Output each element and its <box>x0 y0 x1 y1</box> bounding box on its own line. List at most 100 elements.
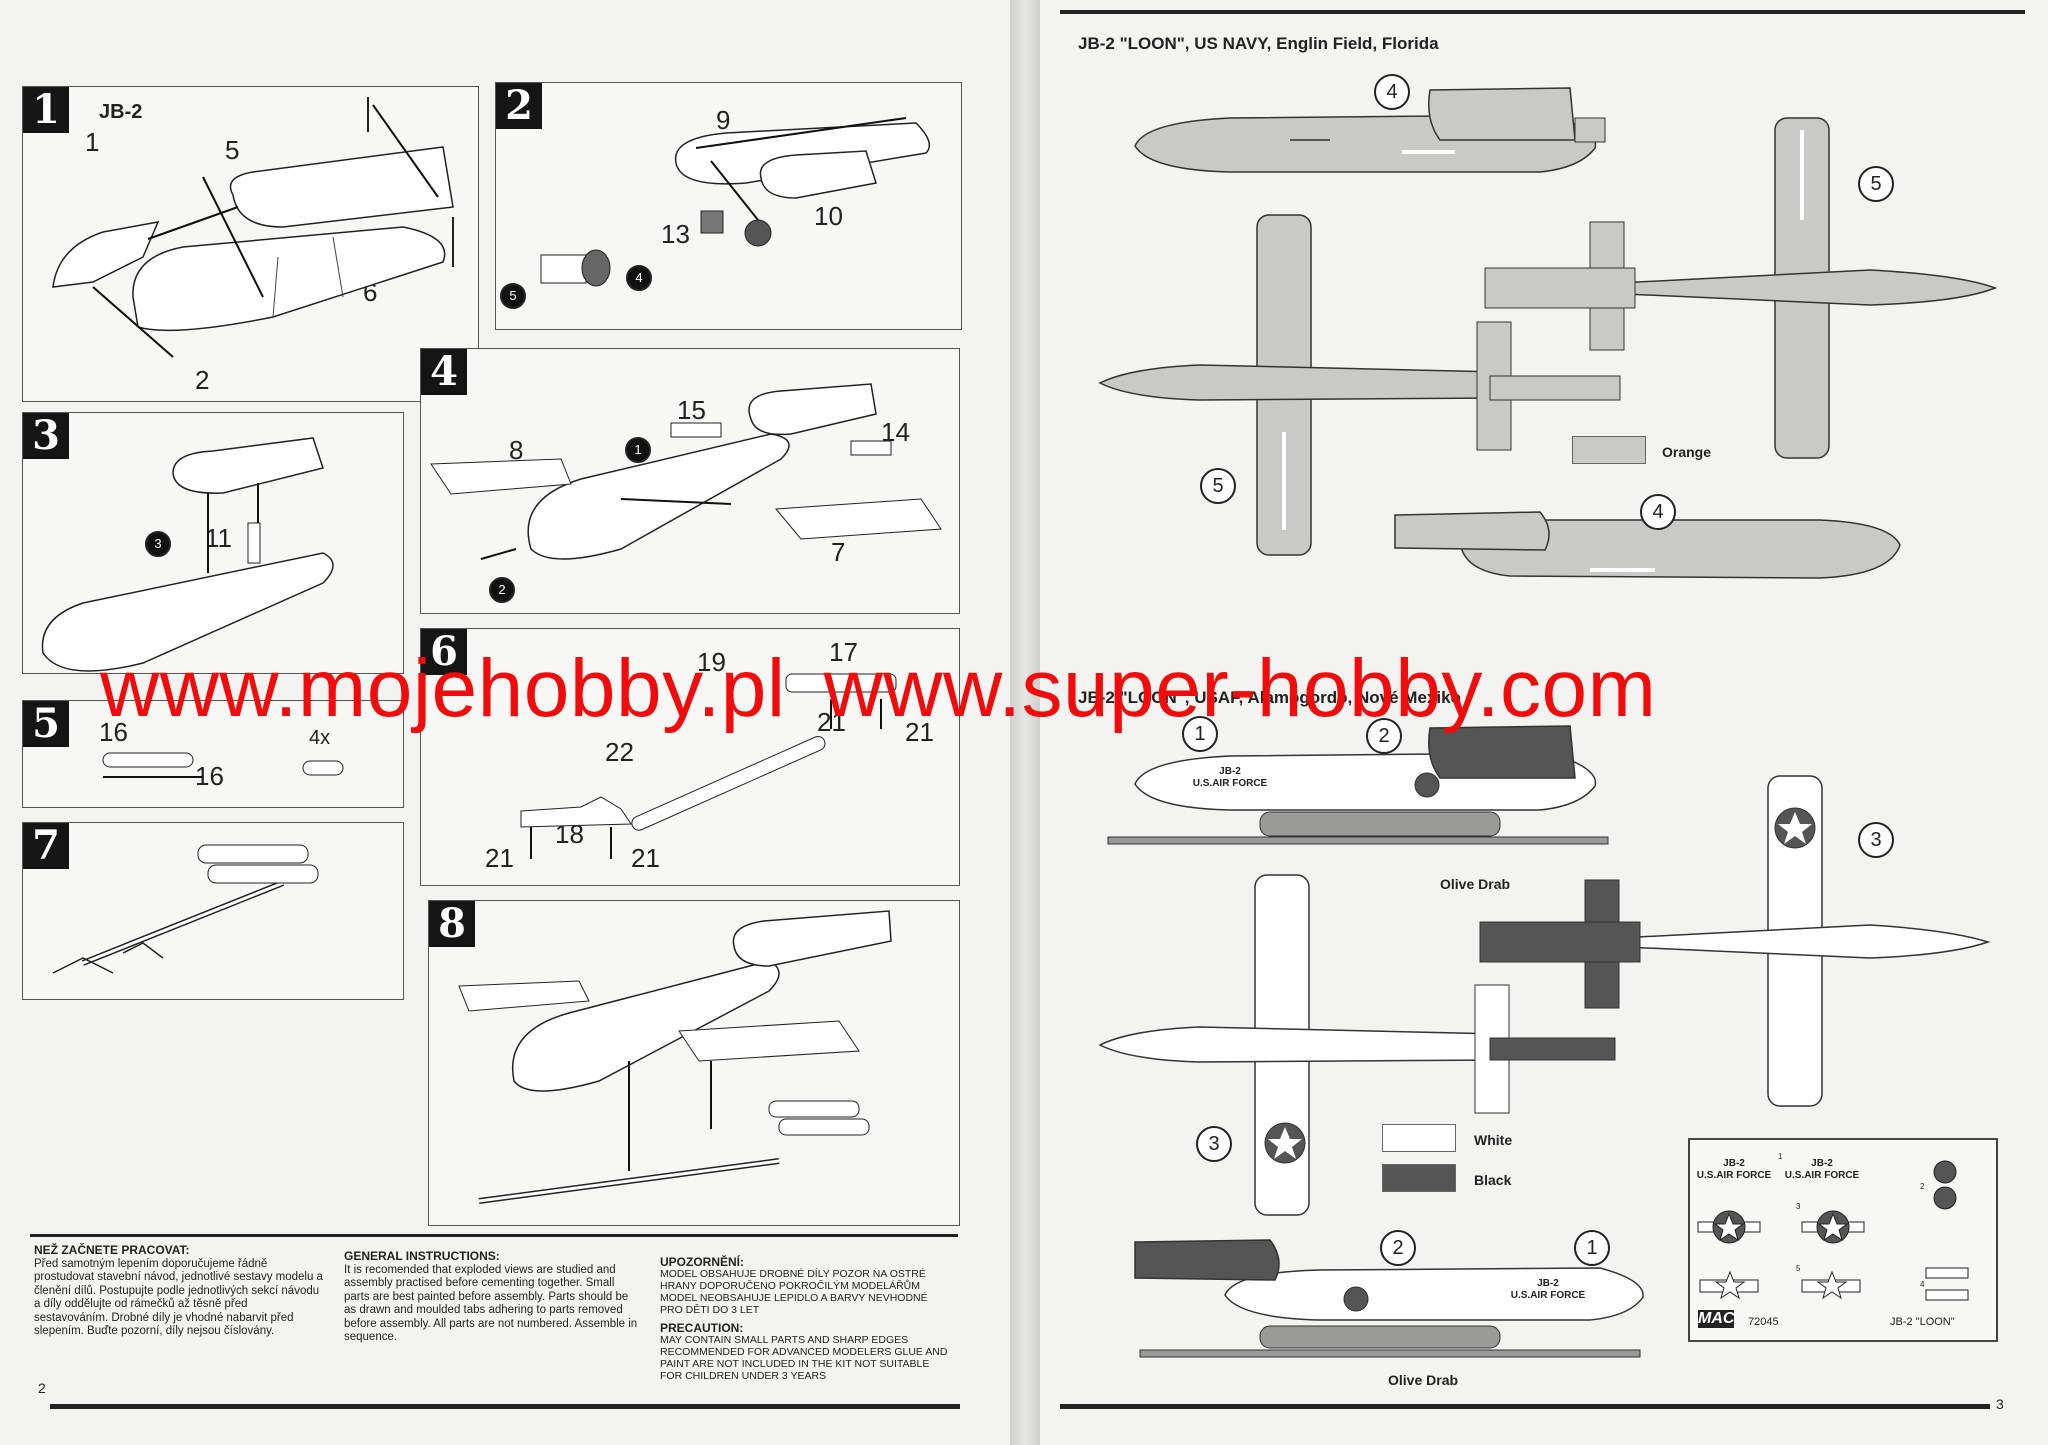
callout-2: 2 <box>489 577 515 603</box>
orange-swatch <box>1572 436 1646 464</box>
decal-number: 3 <box>1796 1202 1801 1211</box>
part-label: 13 <box>661 219 690 249</box>
step-8-drawing <box>458 910 892 1204</box>
left-divider-top <box>30 1234 958 1237</box>
step-1-panel: 1 JB-2 1 5 6 2 <box>22 86 479 402</box>
olive-drab-label: Olive Drab <box>1440 876 1511 892</box>
part-label: 15 <box>677 395 706 425</box>
step-4-drawing <box>430 383 942 560</box>
callout-1: 1 <box>1182 716 1218 752</box>
step-badge: 6 <box>421 629 467 675</box>
page-number-left: 2 <box>38 1380 46 1396</box>
brand-logo: MAC <box>1698 1310 1735 1328</box>
decal-sheet: JB-2 U.S.AIR FORCE JB-2 U.S.AIR FORCE 1 … <box>1688 1138 1998 1342</box>
page-gutter <box>1010 0 1040 1445</box>
callout-5: 5 <box>1858 166 1894 202</box>
callout-3: 3 <box>1196 1126 1232 1162</box>
czech-heading: NEŽ ZAČNETE PRACOVAT: <box>34 1243 190 1257</box>
step-badge: 8 <box>429 901 475 947</box>
watermark-text-1: www.mojehobby.pl <box>100 643 786 734</box>
part-label: 11 <box>205 523 232 553</box>
part-label: 1 <box>85 127 100 157</box>
part-label: 5 <box>225 135 240 165</box>
step-6-drawing <box>520 673 897 859</box>
decal-number: 2 <box>1920 1182 1925 1191</box>
step-5-panel: 5 16 16 4x <box>22 700 404 808</box>
callout-3: 3 <box>145 531 171 557</box>
step-2-drawing <box>540 117 931 287</box>
decal-label: JB-2 U.S.AIR FORCE <box>1784 1158 1860 1181</box>
fuselage-marking: JB-2 U.S.AIR FORCE <box>1510 1278 1586 1301</box>
step-7-panel: 7 <box>22 822 404 1000</box>
part-label: 21 <box>485 843 514 873</box>
part-label: 10 <box>814 201 843 231</box>
part-label: 9 <box>716 105 731 135</box>
step-6-panel: 6 19 17 21 22 21 18 21 21 <box>420 628 960 886</box>
step-badge: 1 <box>23 87 69 133</box>
part-label: 7 <box>831 537 846 567</box>
part-label: 2 <box>195 365 210 395</box>
step-8-panel: 8 <box>428 900 960 1226</box>
part-label: 16 <box>99 717 128 747</box>
step-badge: 3 <box>23 413 69 459</box>
decal-number: 5 <box>1796 1264 1801 1273</box>
step-2-panel: 2 9 13 10 5 4 <box>495 82 962 330</box>
callout-2: 2 <box>1380 1230 1416 1266</box>
callout-5: 5 <box>1200 468 1236 504</box>
precaution-instructions: PRECAUTION: MAY CONTAIN SMALL PARTS AND … <box>660 1322 950 1382</box>
kit-number: 72045 <box>1748 1316 1779 1328</box>
callout-4: 4 <box>1374 74 1410 110</box>
top-rule <box>1060 10 2025 14</box>
czech-instructions: NEŽ ZAČNETE PRACOVAT: Před samotným lepe… <box>34 1243 324 1339</box>
decal-art <box>1697 1160 1969 1301</box>
black-swatch <box>1382 1164 1456 1192</box>
step-title: JB-2 <box>99 101 143 123</box>
page-number-right: 3 <box>1996 1396 2004 1412</box>
part-label: 4x <box>309 727 331 749</box>
decal-number: 1 <box>1778 1152 1783 1161</box>
fuselage-marking: JB-2 U.S.AIR FORCE <box>1192 766 1268 789</box>
callout-5: 5 <box>500 283 526 309</box>
callout-1: 1 <box>1574 1230 1610 1266</box>
warning-text: MODEL OBSAHUJE DROBNÉ DÍLY POZOR NA OSTR… <box>660 1268 928 1316</box>
left-bottom-rule <box>50 1404 960 1409</box>
callout-3: 3 <box>1858 822 1894 858</box>
step-3-drawing <box>41 437 334 672</box>
callout-4: 4 <box>626 265 652 291</box>
part-label: 22 <box>605 737 634 767</box>
part-label: 17 <box>829 637 858 667</box>
step-1-drawing <box>52 97 454 358</box>
step-badge: 2 <box>496 83 542 129</box>
part-label: 21 <box>905 717 934 747</box>
step-badge: 4 <box>421 349 467 395</box>
orange-label: Orange <box>1662 444 1712 460</box>
czech-text: Před samotným lepením doporučujeme řádně… <box>34 1257 323 1338</box>
part-label: 8 <box>509 435 524 465</box>
kit-name: JB-2 "LOON" <box>1890 1316 1955 1328</box>
callout-4: 4 <box>1640 494 1676 530</box>
warning-instructions: UPOZORNĚNÍ: MODEL OBSAHUJE DROBNÉ DÍLY P… <box>660 1256 950 1316</box>
general-heading: GENERAL INSTRUCTIONS: <box>344 1249 500 1263</box>
general-instructions: GENERAL INSTRUCTIONS: It is recomended t… <box>344 1249 640 1345</box>
right-bottom-rule <box>1060 1404 1990 1409</box>
decal-label: JB-2 U.S.AIR FORCE <box>1696 1158 1772 1181</box>
step-3-panel: 3 11 3 <box>22 412 404 674</box>
callout-2: 2 <box>1366 718 1402 754</box>
scheme-1-title: JB-2 "LOON", US NAVY, Englin Field, Flor… <box>1078 34 1439 53</box>
decal-number: 4 <box>1920 1280 1925 1289</box>
general-text: It is recomended that exploded views are… <box>344 1263 638 1344</box>
step-4-panel: 4 15 8 14 7 1 2 <box>420 348 960 614</box>
step-badge: 7 <box>23 823 69 869</box>
scheme-2-title: JB-2 "LOON", USAF, Alamogordo, Nové Mexi… <box>1078 688 1461 707</box>
precaution-text: MAY CONTAIN SMALL PARTS AND SHARP EDGES … <box>660 1334 948 1382</box>
step-5-drawing <box>102 752 344 778</box>
part-label: 21 <box>631 843 660 873</box>
watermark-text-2: www.super-hobby.com <box>823 643 1657 734</box>
olive-drab-label: Olive Drab <box>1388 1372 1459 1388</box>
black-label: Black <box>1474 1172 1512 1188</box>
watermark: www.mojehobby.pl www.super-hobby.com <box>100 642 2000 736</box>
step-badge: 5 <box>23 701 69 747</box>
warning-heading: UPOZORNĚNÍ: <box>660 1255 744 1269</box>
white-swatch <box>1382 1124 1456 1152</box>
